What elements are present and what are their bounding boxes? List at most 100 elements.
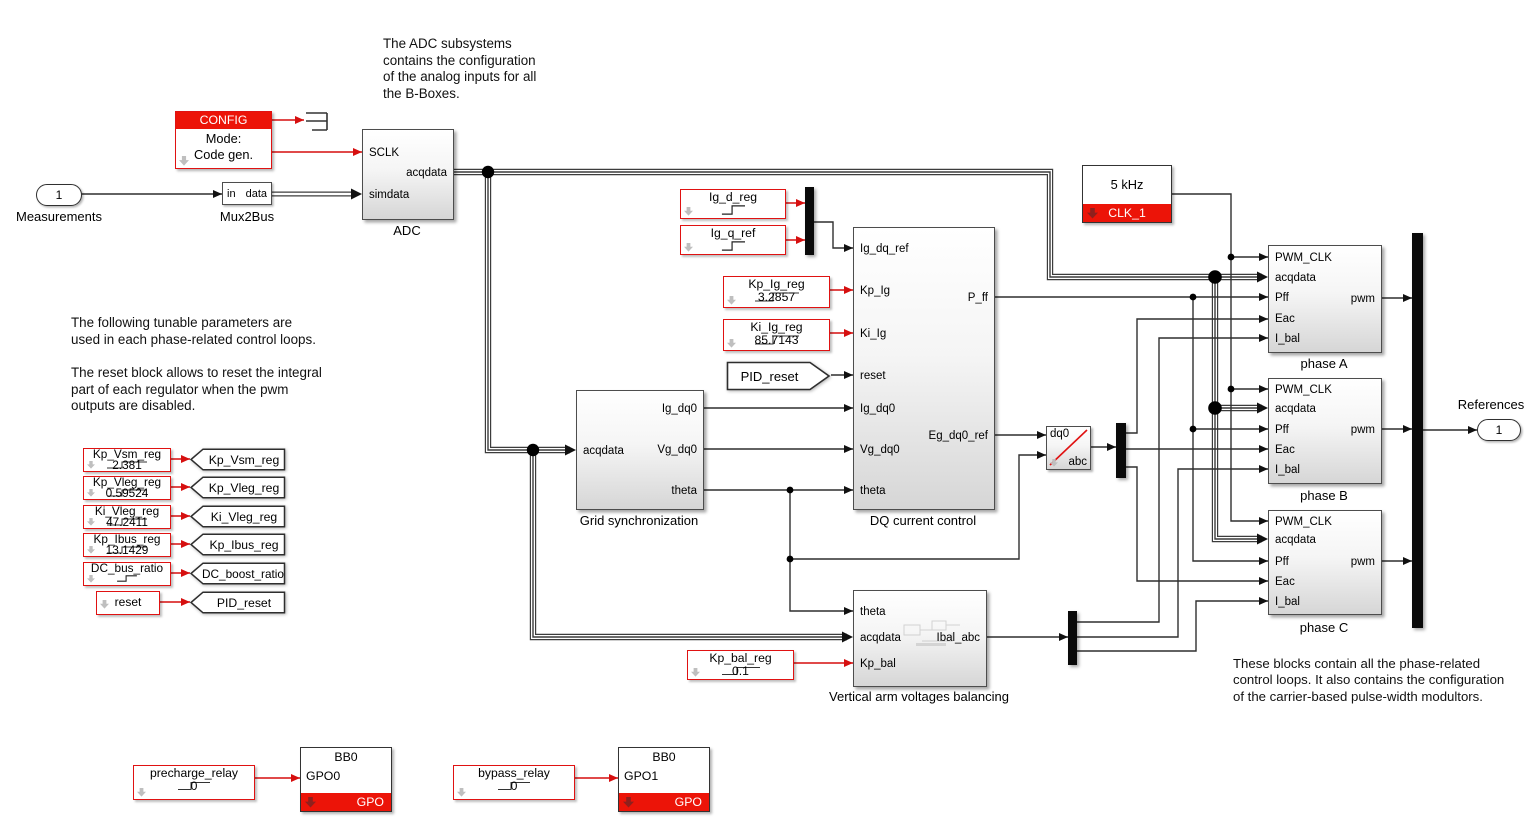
gpo1-footer: GPO — [619, 793, 709, 811]
clk-block[interactable]: 5 kHz CLK_1 — [1082, 165, 1172, 223]
dq-port-ig-dq0: Ig_dq0 — [860, 403, 896, 415]
config-block[interactable]: CONFIG Mode: Code gen. — [175, 111, 272, 169]
from-tag-pid-reset[interactable]: PID_reset — [726, 361, 831, 391]
gpo1-title: BB0 — [652, 750, 676, 764]
download-arrow-icon — [87, 518, 95, 526]
gpo0-block[interactable]: BB0 GPO0 GPO — [300, 747, 392, 812]
demux-bar-ibal[interactable] — [1068, 611, 1077, 665]
dq0-abc-transform-block[interactable]: dq0 abc — [1046, 426, 1091, 470]
adc-label: ADC — [393, 223, 421, 238]
constant-bypass-relay[interactable]: bypass_relay 0 — [453, 765, 575, 800]
goto-tag-label: Ki_Vleg_reg — [210, 509, 278, 524]
phase-b-port-acqdata: acqdata — [1275, 403, 1316, 415]
download-arrow-icon — [727, 296, 736, 305]
goto-tag-pid-reset[interactable]: PID_reset — [189, 591, 286, 614]
demux-bar-eac[interactable] — [1116, 423, 1126, 478]
balancing-block[interactable]: theta acqdata Kp_bal Ibal_abc — [853, 590, 987, 687]
mux2bus-block[interactable]: in data — [222, 182, 272, 205]
clk-footer: CLK_1 — [1083, 204, 1171, 222]
phase-a-block[interactable]: PWM_CLK acqdata Pff Eac I_bal pwm — [1268, 245, 1382, 353]
goto-tag-dc-boost-ratio[interactable]: DC_boost_ratio — [189, 562, 286, 585]
dq-port-kp-ig: Kp_Ig — [860, 285, 891, 297]
constant-kp-vleg-reg[interactable]: Kp_Vleg_reg 0.59524 — [83, 476, 171, 500]
wire-acqdata-bus[interactable] — [452, 168, 1262, 641]
dq-port-p-ff: P_ff — [967, 292, 988, 304]
dq-current-control-block[interactable]: Ig_dq_ref Kp_Ig Ki_Ig reset Ig_dq0 Vg_dq… — [853, 227, 995, 510]
dq-current-control-label: DQ current control — [869, 513, 977, 528]
gpo1-block[interactable]: BB0 GPO1 GPO — [618, 747, 710, 812]
goto-tag-kp-ibus-reg[interactable]: Kp_Ibus_reg — [189, 533, 286, 556]
gpo0-title: BB0 — [334, 750, 358, 764]
mux-bar-ig-ref[interactable] — [805, 187, 814, 255]
goto-tag-label: Kp_Ibus_reg — [209, 537, 279, 552]
goto-tag-label: Kp_Vleg_reg — [208, 480, 280, 495]
outport-references[interactable]: 1 — [1477, 419, 1521, 441]
mux-bar-references[interactable] — [1412, 233, 1423, 628]
terminator-icon[interactable] — [306, 112, 328, 131]
goto-tag-ki-vleg-reg[interactable]: Ki_Vleg_reg — [189, 505, 286, 528]
gain-kp-ig-reg[interactable]: Kp_Ig_reg 3.2857 — [723, 276, 830, 308]
constant-kp-ibus-reg[interactable]: Kp_Ibus_reg 13.1429 — [83, 533, 171, 557]
gain-name: Kp_bal_reg — [709, 651, 772, 665]
gain-value: 3.2857 — [757, 290, 796, 304]
config-codegen-line: Code gen. — [193, 147, 254, 162]
constant-precharge-relay[interactable]: precharge_relay 0 — [133, 765, 255, 800]
adc-port-acqdata: acqdata — [406, 167, 447, 179]
dq-port-ki-ig: Ki_Ig — [860, 328, 887, 340]
phase-c-port-pwm: pwm — [1350, 556, 1375, 568]
gain-kp-bal-reg[interactable]: Kp_bal_reg 0.1 — [687, 650, 794, 680]
inport-measurements[interactable]: 1 — [36, 184, 82, 206]
download-arrow-icon — [87, 489, 95, 497]
phase-b-block[interactable]: PWM_CLK acqdata Pff Eac I_bal pwm — [1268, 378, 1382, 484]
balancing-port-theta: theta — [860, 606, 886, 618]
constant-value: 47.2411 — [106, 515, 148, 529]
gpo0-port: GPO0 — [306, 769, 341, 783]
phase-b-label: phase B — [1300, 488, 1348, 503]
grid-sync-port-theta: theta — [671, 485, 697, 497]
adc-port-simdata: simdata — [369, 189, 410, 201]
phase-a-port-pwm: pwm — [1350, 293, 1375, 305]
signal-wires[interactable] — [80, 190, 1477, 652]
constant-ig-q-ref[interactable]: Ig_q_ref — [680, 225, 786, 255]
annotation-tunable-note: The following tunable parameters are use… — [71, 315, 316, 347]
constant-dc-bus-ratio[interactable]: DC_bus_ratio — [83, 562, 171, 586]
content-preview-watermark — [903, 620, 960, 646]
constant-name: Kp_Vleg_reg — [92, 475, 162, 489]
constant-name: Kp_Vsm_reg — [92, 447, 162, 461]
phase-b-port-ibal: I_bal — [1275, 464, 1300, 476]
download-arrow-icon — [179, 156, 189, 166]
download-arrow-icon — [1050, 459, 1058, 467]
balancing-label: Vertical arm voltages balancing — [829, 689, 1009, 704]
adc-block[interactable]: SCLK acqdata simdata — [362, 129, 454, 220]
constant-reset[interactable]: reset — [96, 591, 160, 615]
constant-name: Ki_Vleg_reg — [94, 504, 160, 518]
gain-name: Kp_Ig_reg — [748, 277, 805, 291]
phase-c-port-pff: Pff — [1275, 556, 1289, 568]
dq-port-reset: reset — [860, 370, 886, 382]
goto-tag-kp-vsm-reg[interactable]: Kp_Vsm_reg — [189, 448, 286, 471]
red-wires[interactable] — [158, 116, 853, 782]
goto-tag-kp-vleg-reg[interactable]: Kp_Vleg_reg — [189, 476, 286, 499]
config-header: CONFIG — [176, 112, 271, 129]
dq-port-theta: theta — [860, 485, 886, 497]
download-arrow-icon — [87, 461, 95, 469]
download-arrow-icon — [137, 788, 146, 797]
download-arrow-icon — [623, 797, 634, 808]
constant-ig-d-reg[interactable]: Ig_d_reg — [680, 189, 786, 219]
download-arrow-icon — [684, 207, 693, 216]
gain-ki-ig-reg[interactable]: Ki_Ig_reg 85.7143 — [723, 319, 830, 351]
constant-name: precharge_relay — [149, 766, 239, 780]
phase-b-port-eac: Eac — [1275, 444, 1295, 456]
grid-sync-port-vg-dq0: Vg_dq0 — [657, 444, 697, 456]
phase-b-port-pwm-clk: PWM_CLK — [1275, 384, 1332, 396]
constant-ki-vleg-reg[interactable]: Ki_Vleg_reg 47.2411 — [83, 505, 171, 529]
phase-c-port-pwm-clk: PWM_CLK — [1275, 516, 1332, 528]
constant-name: DC_bus_ratio — [90, 561, 164, 575]
gain-value: 0.1 — [732, 664, 749, 678]
grid-sync-block[interactable]: acqdata Ig_dq0 Vg_dq0 theta — [576, 390, 704, 510]
constant-value: 0 — [510, 779, 518, 793]
constant-kp-vsm-reg[interactable]: Kp_Vsm_reg 2.381 — [83, 448, 171, 472]
phase-c-block[interactable]: PWM_CLK acqdata Pff Eac I_bal pwm — [1268, 510, 1382, 615]
